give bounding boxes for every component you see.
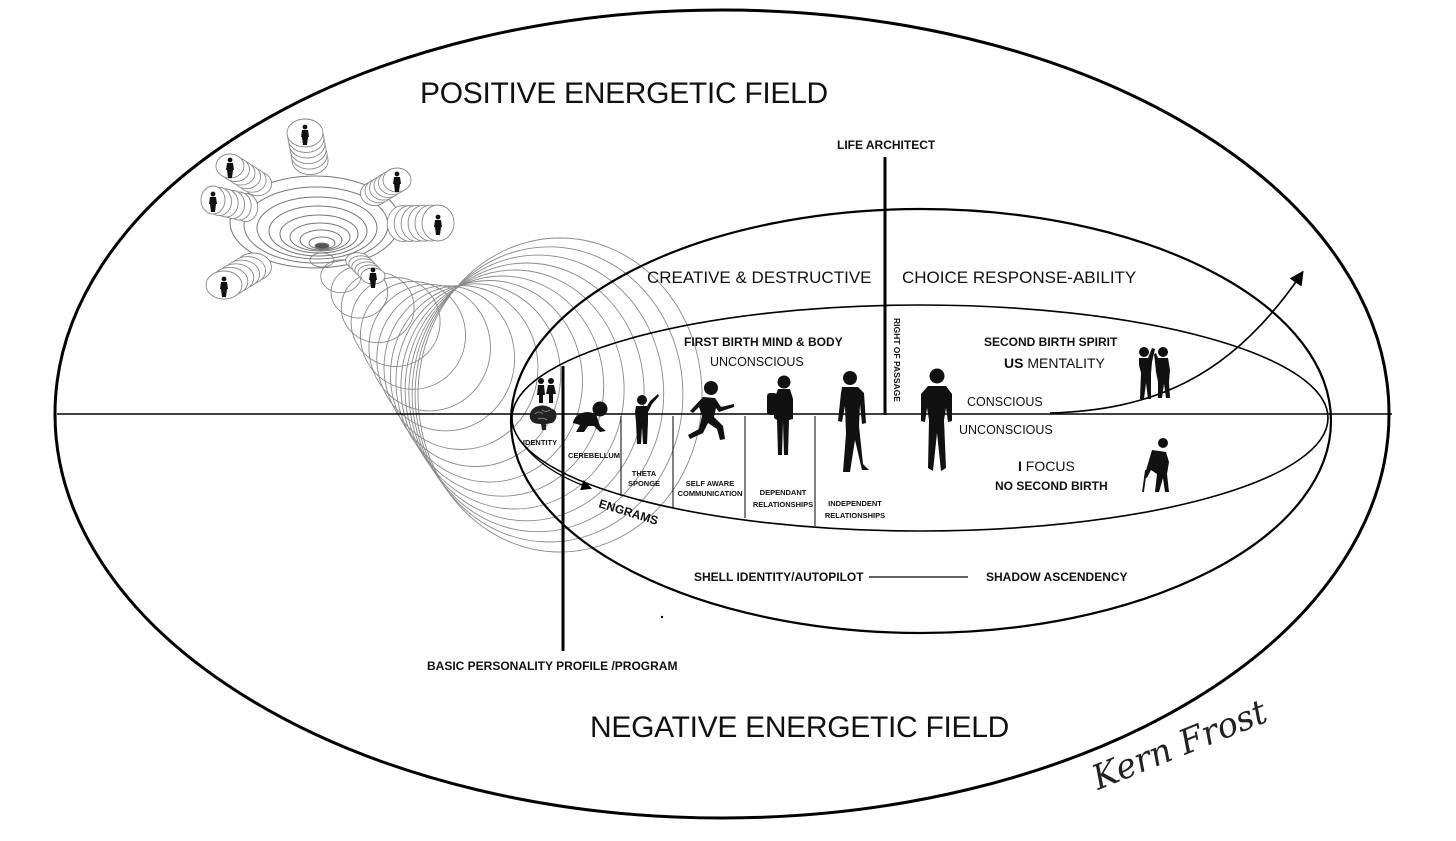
conscious-label: CONSCIOUS [967,395,1043,409]
elderly-cane-icon [1142,438,1169,493]
unconscious-top-label: UNCONSCIOUS [710,355,804,369]
vortex-icon [200,118,703,553]
positive-field-label: POSITIVE ENERGETIC FIELD [420,77,828,110]
pod-figure-icon [220,276,228,297]
no-second-birth-label: NO SECOND BIRTH [995,479,1108,493]
running-child-icon [688,381,734,440]
young-adult-icon [838,371,869,472]
pod-figure-icon [209,191,217,212]
unconscious-right-label: UNCONSCIOUS [959,423,1053,437]
pod-figure-icon [393,171,401,192]
child-pointing-icon [635,394,659,444]
engrams-label: ENGRAMS [597,496,660,527]
second-birth-label: SECOND BIRTH SPIRIT [984,335,1118,349]
i-focus-label: I FOCUS [1018,458,1075,474]
high-five-couple-icon [1139,347,1170,399]
right-of-passage-label: RIGHT OF PASSAGE [892,318,902,402]
adult-man-icon [921,368,952,471]
creative-destructive-label: CREATIVE & DESTRUCTIVE [647,268,872,287]
life-ellipse [511,304,1329,532]
teen-backpack-icon [767,375,793,455]
dot-mark [660,615,664,619]
us-rest: MENTALITY [1023,355,1105,371]
pod-figure-icon [434,214,442,235]
crawling-baby-icon [573,401,608,432]
life-architect-label: LIFE ARCHITECT [837,138,936,152]
couple-icon [537,378,556,403]
pod-figure-icon [301,124,309,145]
shell-identity-label: SHELL IDENTITY/AUTOPILOT [694,570,864,584]
inner-field-ellipse [509,207,1333,635]
basic-profile-label: BASIC PERSONALITY PROFILE /PROGRAM [427,659,677,673]
first-birth-label: FIRST BIRTH MIND & BODY [684,335,843,349]
negative-field-label: NEGATIVE ENERGETIC FIELD [590,711,1009,744]
choice-response-label: CHOICE RESPONSE-ABILITY [902,268,1136,287]
us-mentality-label: US MENTALITY [1004,355,1106,371]
stage-label-identity: IDENTITY [523,438,557,447]
i-bold: I [1018,458,1022,474]
stage-dividers [620,416,816,526]
engrams-arrow [519,439,593,491]
i-rest: FOCUS [1022,458,1075,474]
stage-label-cerebellum: CEREBELLUM [568,451,620,460]
us-bold: US [1004,355,1023,371]
brain-icon [529,405,557,430]
shadow-ascendency-label: SHADOW ASCENDENCY [986,570,1128,584]
ascension-arrow [1049,270,1304,414]
pod-figure-icon [369,267,377,288]
pod-figure-icon [226,157,234,178]
